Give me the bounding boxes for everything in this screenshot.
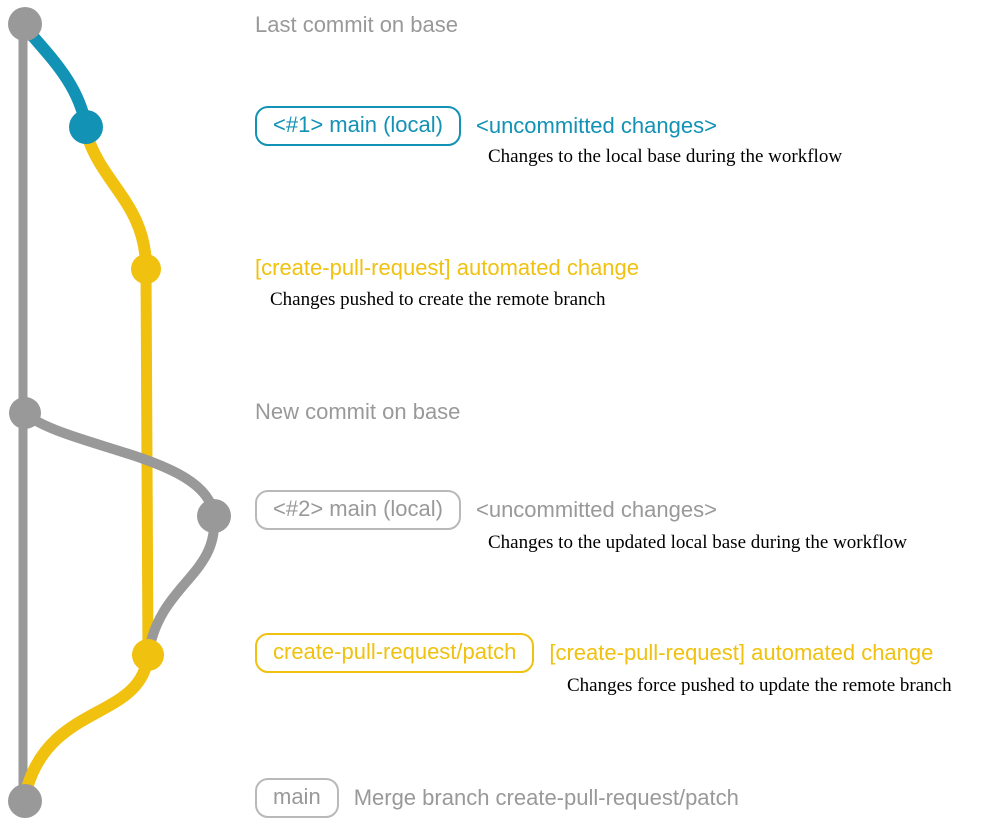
- commit-message: New commit on base: [255, 399, 461, 424]
- commit-dot-last-commit-on-base: [8, 7, 42, 41]
- commit-message: [create-pull-request] automated change: [549, 640, 934, 665]
- annotation-merge-commit: main Merge branch create-pull-request/pa…: [255, 778, 739, 818]
- annotation-automated-change-2: create-pull-request/patch [create-pull-r…: [255, 633, 933, 673]
- commit-dot-merge-commit: [8, 784, 42, 818]
- commit-dot-automated-change-1: [131, 254, 161, 284]
- branch-badge-main: main: [255, 778, 339, 818]
- rebase-curve-out: [23, 411, 219, 522]
- commit-message: <uncommitted changes>: [475, 497, 717, 522]
- annotation-main-local-1: <#1> main (local) <uncommitted changes>: [255, 106, 717, 146]
- commit-dot-new-commit-on-base: [9, 397, 41, 429]
- commit-description: Changes to the local base during the wor…: [488, 146, 843, 167]
- annotation-automated-change-1: [create-pull-request] automated change: [255, 255, 639, 281]
- branch-badge-main-local-1: <#1> main (local): [255, 106, 461, 146]
- merge-curve: [21, 649, 154, 794]
- commit-dot-main-local-1: [69, 110, 103, 144]
- commit-description: Changes force pushed to update the remot…: [567, 675, 952, 696]
- annotation-last-commit-on-base: Last commit on base: [255, 12, 458, 38]
- commit-description: Changes pushed to create the remote bran…: [270, 289, 606, 310]
- annotation-main-local-2: <#2> main (local) <uncommitted changes>: [255, 490, 717, 530]
- commit-description: Changes to the updated local base during…: [488, 532, 907, 553]
- commit-message: <uncommitted changes>: [475, 113, 717, 138]
- patch-branch-curve-top: [81, 129, 152, 274]
- branch-badge-main-local-2: <#2> main (local): [255, 490, 461, 530]
- commit-message: Last commit on base: [255, 12, 458, 37]
- main-local-branch-curve: [20, 22, 92, 133]
- commit-message: Merge branch create-pull-request/patch: [353, 785, 739, 810]
- commit-dot-automated-change-2: [132, 639, 164, 671]
- commit-dot-main-local-2: [197, 499, 231, 533]
- commit-message: [create-pull-request] automated change: [255, 255, 640, 280]
- branch-badge-patch: create-pull-request/patch: [255, 633, 535, 673]
- rebase-curve-in: [144, 512, 220, 655]
- annotation-new-commit-on-base: New commit on base: [255, 399, 460, 425]
